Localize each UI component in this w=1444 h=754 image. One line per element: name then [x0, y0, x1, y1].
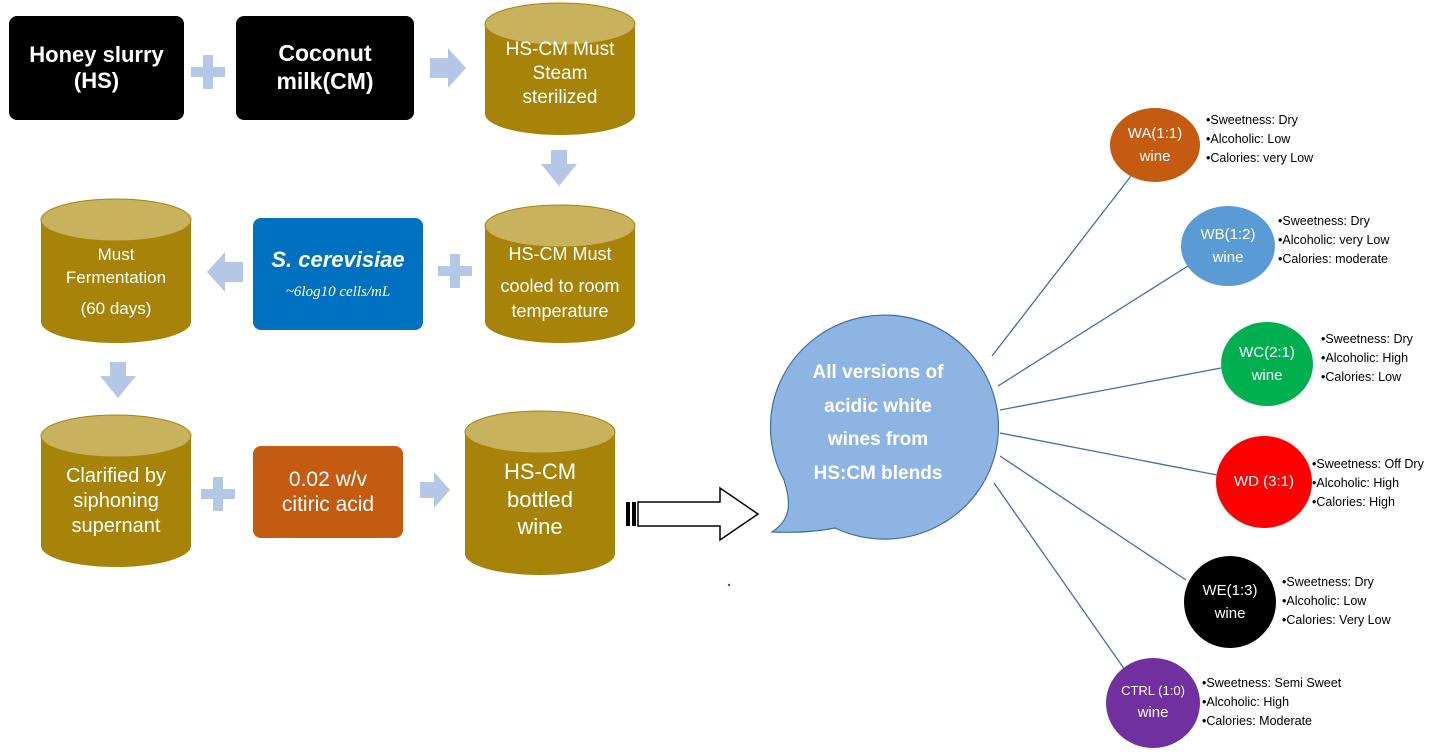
plus-icon-3	[201, 477, 235, 511]
acid-line-2: citiric acid	[281, 493, 375, 516]
prop-calories: Calories: Moderate	[1202, 712, 1341, 731]
wine-sub: wine	[1214, 605, 1246, 622]
yeast-box: S. cerevisiae ~6log10 cells/mL	[253, 218, 423, 330]
prop-calories: Calories: very Low	[1206, 149, 1313, 168]
wine-name: WD (3:1)	[1234, 473, 1294, 491]
bottled-line-2: bottled	[506, 486, 574, 512]
prop-sweetness: Sweetness: Dry	[1206, 111, 1313, 130]
fermentation-line-3: (60 days)	[80, 298, 152, 318]
wine-circle-wb: WB(1:2) wine	[1181, 206, 1275, 286]
plus-icon-2	[438, 254, 472, 288]
wine-name: WB(1:2)	[1200, 225, 1256, 243]
wine-props-wb: Sweetness: Dry Alcoholic: very Low Calor…	[1278, 212, 1389, 269]
plus-icon-1	[191, 55, 225, 89]
prop-sweetness: Sweetness: Off Dry	[1312, 455, 1423, 474]
wine-circle-wd: WD (3:1)	[1216, 436, 1312, 528]
arrow-right-icon-1	[430, 48, 466, 88]
wine-sub: wine	[1251, 367, 1283, 384]
wine-name: WE(1:3)	[1202, 581, 1258, 599]
wine-props-we: Sweetness: Dry Alcoholic: Low Calories: …	[1282, 573, 1391, 630]
clarified-line-2: siphoning	[73, 490, 159, 512]
wine-name: CTRL (1:0)	[1121, 683, 1185, 699]
wine-name: WA(1:1)	[1127, 124, 1183, 142]
wine-circle-we: WE(1:3) wine	[1184, 556, 1276, 648]
wine-sub: wine	[1139, 148, 1171, 165]
arrow-left-icon-1	[207, 252, 243, 292]
yeast-name: S. cerevisiae	[271, 246, 405, 272]
wine-circle-wa: WA(1:1) wine	[1110, 108, 1200, 182]
wine-name: WC(2:1)	[1239, 343, 1295, 361]
prop-calories: Calories: Low	[1321, 368, 1413, 387]
sterilized-line-2: Steam	[532, 62, 588, 84]
arrow-down-icon-2	[100, 362, 136, 398]
prop-alcoholic: Alcoholic: High	[1202, 693, 1341, 712]
sterilized-line-3: sterilized	[522, 86, 598, 108]
cylinder-bottled: HS-CM bottled wine	[464, 410, 616, 576]
citric-acid-box: 0.02 w/v citiric acid	[253, 446, 403, 538]
cylinder-fermentation: Must Fermentation (60 days)	[40, 198, 192, 344]
prop-calories: Calories: High	[1312, 493, 1424, 512]
cylinder-cooled: HS-CM Must cooled to room temperature	[484, 204, 636, 344]
prop-alcoholic: Alcoholic: High	[1321, 349, 1413, 368]
wine-props-wc: Sweetness: Dry Alcoholic: High Calories:…	[1321, 330, 1413, 387]
hub-line-3: wines from	[827, 429, 929, 450]
wine-props-wa: Sweetness: Dry Alcoholic: Low Calories: …	[1206, 111, 1313, 168]
wine-props-wd: Sweetness: Off Dry Alcoholic: High Calor…	[1312, 455, 1424, 512]
cooled-line-3: temperature	[511, 300, 609, 321]
honey-slurry-label: Honey slurry (HS)	[29, 41, 164, 93]
sterilized-line-1: HS-CM Must	[505, 39, 615, 60]
fermentation-line-1: Must	[97, 245, 135, 264]
wine-circle-wc: WC(2:1) wine	[1221, 322, 1313, 406]
prop-alcoholic: Alcoholic: very Low	[1278, 231, 1389, 250]
prop-alcoholic: Alcoholic: Low	[1206, 130, 1313, 149]
coconut-milk-box: Coconut milk(CM)	[236, 16, 414, 120]
cooled-line-2: cooled to room	[500, 276, 620, 297]
wine-sub: wine	[1137, 704, 1169, 722]
hub-text: All versions of acidic white wines from …	[770, 356, 986, 490]
hub-line-1: All versions of	[812, 362, 944, 383]
clarified-line-1: Clarified by	[65, 465, 167, 487]
prop-sweetness: Sweetness: Semi Sweet	[1202, 674, 1341, 693]
cooled-line-1: HS-CM Must	[508, 244, 612, 264]
hub-line-4: HS:CM blends	[813, 462, 943, 484]
wine-props-ctrl: Sweetness: Semi Sweet Alcoholic: High Ca…	[1202, 674, 1341, 731]
cylinder-steam-sterilized: HS-CM Must Steam sterilized	[484, 2, 636, 136]
arrow-right-icon-2	[420, 472, 450, 508]
prop-alcoholic: Alcoholic: Low	[1282, 592, 1391, 611]
cylinder-clarified: Clarified by siphoning supernant	[40, 414, 192, 568]
acid-line-1: 0.02 w/v	[288, 467, 368, 491]
honey-slurry-box: Honey slurry (HS)	[9, 16, 184, 120]
fermentation-line-2: Fermentation	[65, 267, 167, 287]
prop-sweetness: Sweetness: Dry	[1278, 212, 1389, 231]
bottled-line-3: wine	[517, 514, 563, 539]
prop-calories: Calories: moderate	[1278, 250, 1389, 269]
wine-circle-ctrl: CTRL (1:0) wine	[1106, 658, 1200, 748]
yeast-count: ~6log10 cells/mL	[285, 284, 391, 301]
hub-line-2: acidic white	[824, 395, 932, 417]
arrow-right-outline-icon	[626, 486, 760, 542]
clarified-line-3: supernant	[71, 515, 161, 537]
prop-alcoholic: Alcoholic: High	[1312, 474, 1424, 493]
prop-sweetness: Sweetness: Dry	[1282, 573, 1391, 592]
wine-sub: wine	[1212, 249, 1244, 266]
coconut-milk-label: Coconut milk(CM)	[276, 40, 374, 94]
prop-sweetness: Sweetness: Dry	[1321, 330, 1413, 349]
prop-calories: Calories: Very Low	[1282, 611, 1390, 630]
bottled-line-1: HS-CM	[503, 459, 577, 484]
arrow-down-icon-1	[541, 150, 577, 186]
